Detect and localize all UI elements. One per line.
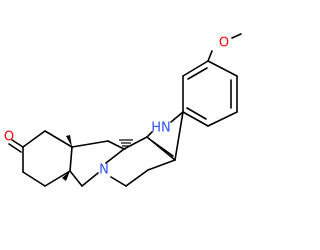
bond-benz-4-inner [186,107,207,120]
bond-c3-ch2 [147,159,176,171]
atom-ketone-o: O [4,130,14,145]
bond-co-2 [8,143,22,153]
bond-ch2-c-top [71,140,109,148]
atom-methoxy-o: O [219,36,229,51]
atom-labels: O O HN N [4,36,229,178]
bonds [8,33,242,187]
atom-indole-nh: HN [151,121,171,136]
bond-c12b-ch2 [107,140,125,150]
molecule-structure: O O HN N [4,33,242,187]
stereo-marks [62,135,133,181]
bond-c-c-e1 [44,130,73,148]
wedge-bond-lower [62,171,70,181]
bond-c2-c3 [146,136,176,161]
bond-co-1 [11,139,24,148]
bond-c7a-n [170,111,184,123]
bond-c-c-e4 [22,171,46,187]
bond-benz-3 [207,111,238,127]
bond-c12b-n [105,148,125,164]
bond-ch2-n [110,176,127,187]
bond-benz-4 [182,111,209,127]
bond-benz-6 [182,60,209,77]
bond-benz-1 [207,60,238,77]
atom-amine-n: N [99,163,109,178]
bond-c3a-c3 [174,111,184,161]
hashed-bond-junction [119,139,133,150]
wedge-bond-upper [66,135,72,147]
bond-ch2-ch2 [125,169,149,187]
bond-o-aryl [207,50,213,62]
bond-ch2d-c [69,170,83,187]
bond-c-c-e2 [22,130,46,148]
bond-methyl-o [231,33,242,39]
bond-c2-c3-inner [151,140,174,157]
bond-c-c-e6 [69,146,73,172]
bond-c2-c12b [123,136,148,150]
bond-n-c2 [146,131,153,138]
bond-benz-6-inner [187,67,208,80]
bond-c-c-e5 [44,170,71,187]
bond-n-ch2-d [81,172,99,187]
